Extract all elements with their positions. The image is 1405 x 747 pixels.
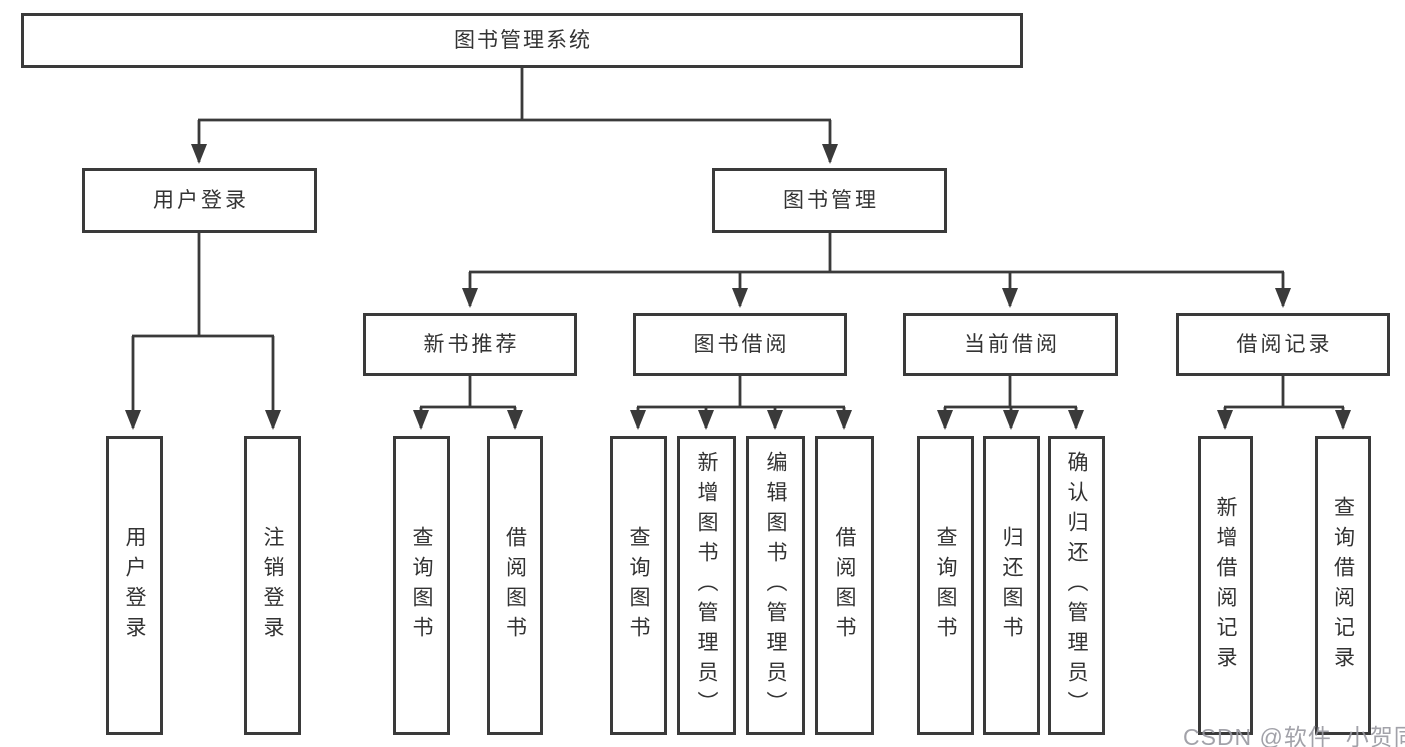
leaf-query-books-current: 查询图书 bbox=[917, 436, 974, 735]
node-user-login: 用户登录 bbox=[82, 168, 317, 233]
node-book-management: 图书管理 bbox=[712, 168, 947, 233]
leaf-add-borrow-record-label: 新增借阅记录 bbox=[1214, 495, 1237, 676]
leaf-add-borrow-record: 新增借阅记录 bbox=[1198, 436, 1253, 735]
leaf-return-books-label: 归还图书 bbox=[1000, 525, 1023, 646]
node-user-login-label: 用户登录 bbox=[153, 189, 249, 212]
leaf-borrow-books-recommend: 借阅图书 bbox=[487, 436, 543, 735]
node-book-borrowing-label: 图书借阅 bbox=[693, 333, 790, 356]
leaf-edit-books-admin-label: 编辑图书（管理员） bbox=[764, 450, 787, 721]
leaf-logout: 注销登录 bbox=[244, 436, 301, 735]
leaf-query-books-borrowing-label: 查询图书 bbox=[627, 525, 650, 646]
leaf-query-books-borrowing: 查询图书 bbox=[610, 436, 667, 735]
leaf-add-books-admin: 新增图书（管理员） bbox=[677, 436, 736, 735]
leaf-return-books: 归还图书 bbox=[983, 436, 1040, 735]
leaf-query-books-recommend: 查询图书 bbox=[393, 436, 450, 735]
leaf-query-books-recommend-label: 查询图书 bbox=[410, 525, 433, 646]
node-new-book-recommend-label: 新书推荐 bbox=[423, 333, 520, 356]
node-book-borrowing: 图书借阅 bbox=[633, 313, 847, 376]
leaf-query-borrow-record: 查询借阅记录 bbox=[1315, 436, 1371, 735]
leaf-borrow-books-label: 借阅图书 bbox=[833, 525, 856, 646]
leaf-user-login-label: 用户登录 bbox=[123, 525, 146, 646]
node-root-label: 图书管理系统 bbox=[454, 29, 592, 52]
leaf-query-borrow-record-label: 查询借阅记录 bbox=[1331, 495, 1355, 676]
leaf-edit-books-admin: 编辑图书（管理员） bbox=[746, 436, 805, 735]
leaf-query-books-current-label: 查询图书 bbox=[934, 525, 957, 646]
leaf-user-login: 用户登录 bbox=[106, 436, 163, 735]
node-root: 图书管理系统 bbox=[21, 13, 1023, 68]
node-new-book-recommend: 新书推荐 bbox=[363, 313, 577, 376]
leaf-borrow-books-recommend-label: 借阅图书 bbox=[503, 525, 527, 646]
node-borrowing-records: 借阅记录 bbox=[1176, 313, 1390, 376]
node-current-borrowing: 当前借阅 bbox=[903, 313, 1118, 376]
node-current-borrowing-label: 当前借阅 bbox=[964, 333, 1060, 356]
node-book-management-label: 图书管理 bbox=[783, 189, 879, 212]
leaf-add-books-admin-label: 新增图书（管理员） bbox=[695, 450, 718, 721]
leaf-confirm-return-admin-label: 确认归还（管理员） bbox=[1065, 450, 1088, 721]
csdn-watermark: CSDN @软件_小贺同学 bbox=[1183, 724, 1405, 747]
leaf-confirm-return-admin: 确认归还（管理员） bbox=[1048, 436, 1105, 735]
leaf-logout-label: 注销登录 bbox=[261, 525, 284, 646]
node-borrowing-records-label: 借阅记录 bbox=[1236, 333, 1333, 356]
leaf-borrow-books: 借阅图书 bbox=[815, 436, 874, 735]
